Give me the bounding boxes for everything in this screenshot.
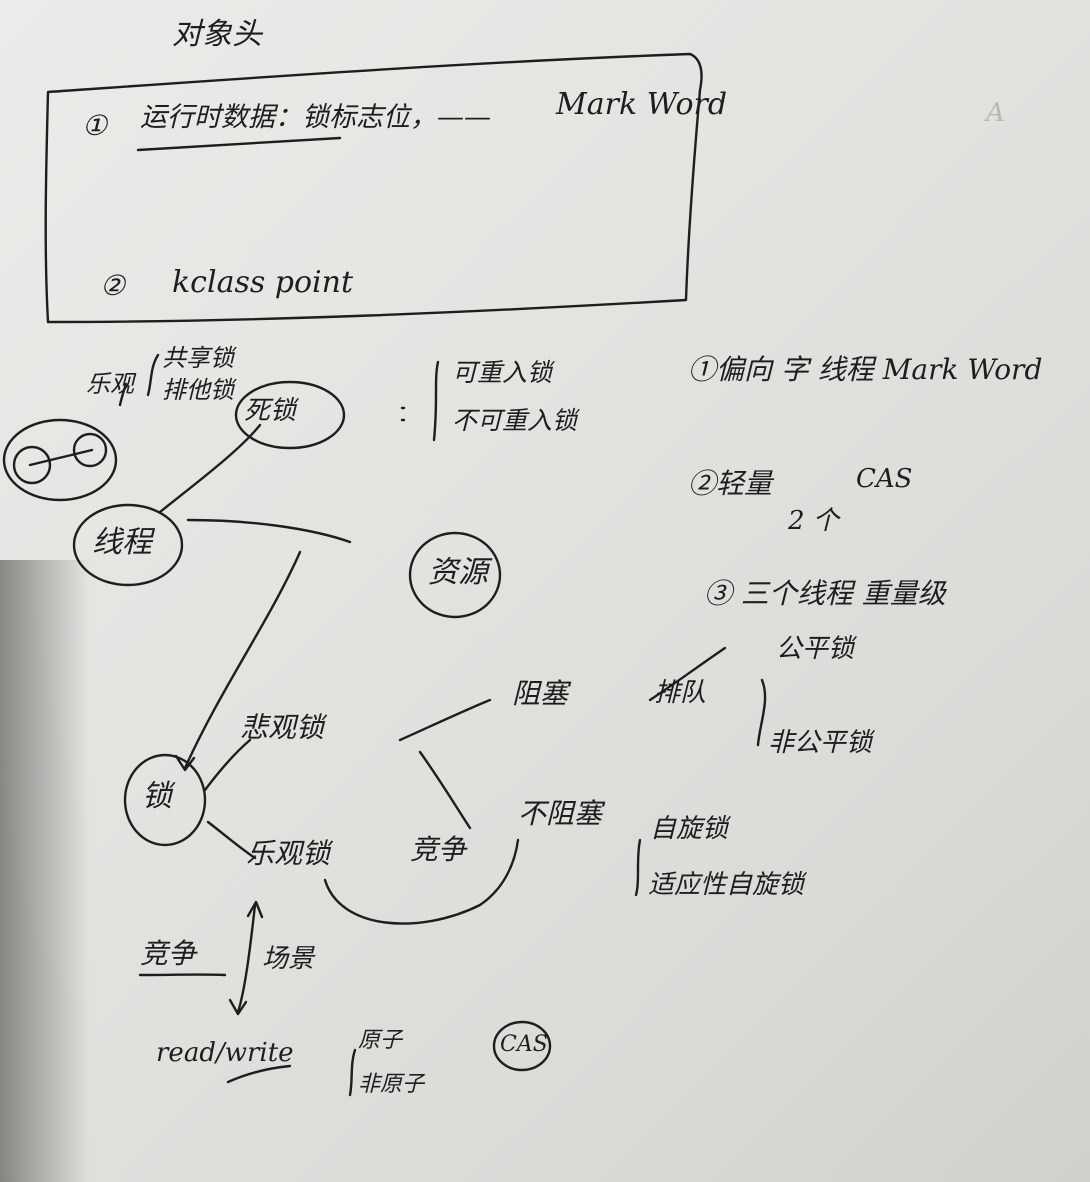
- label-queue: 排队: [654, 678, 707, 708]
- label-blocking: 阻塞: [512, 677, 569, 710]
- label-compete-bottom: 竞争: [140, 937, 197, 970]
- right-item2-lightweight: ②轻量: [688, 467, 773, 500]
- label-reentrant-lock: 可重入锁: [452, 358, 553, 387]
- line-lock-pessimistic: [203, 738, 252, 792]
- arrowhead-down: [228, 998, 248, 1016]
- circle-lock: [123, 753, 207, 847]
- label-unfair-lock: 非公平锁: [768, 728, 873, 758]
- line-thread-pair: [28, 448, 94, 467]
- label-spin-lock: 自旋锁: [650, 814, 729, 844]
- curve-optimistic-nonblocking: [323, 838, 520, 925]
- label-nonblocking: 不阻塞: [518, 797, 603, 830]
- label-resource: 资源: [428, 555, 488, 590]
- item2-kclass-point: kclass point: [172, 265, 354, 300]
- arrowhead-up: [246, 900, 264, 919]
- right-item1-biased: ①偏向 字 线程 Mark Word: [688, 353, 1043, 386]
- label-non-reentrant-lock: 不可重入锁: [452, 406, 578, 435]
- label-cas-circle: CAS: [500, 1032, 548, 1057]
- bracket-fair-unfair: [756, 678, 767, 747]
- label-read-write: read/write: [156, 1038, 294, 1068]
- bracket-shared-exclusive: [146, 353, 160, 397]
- arrowhead-lock: [174, 754, 196, 772]
- label-optimistic-lock: 乐观锁: [246, 837, 331, 870]
- line-queue: [648, 646, 727, 702]
- bracket-spin: [634, 838, 642, 897]
- right-item3-heavyweight: ③ 三个线程 重量级: [704, 577, 946, 610]
- circle-deadlock: [234, 380, 346, 450]
- underline-read-write: [226, 1064, 292, 1084]
- label-deadlock: 死锁: [244, 396, 297, 426]
- circle-thread-left: [12, 445, 52, 485]
- label-optimistic-small: 乐观: [86, 370, 134, 398]
- item1-number: ①: [82, 109, 108, 142]
- line-lock-optimistic: [206, 820, 257, 860]
- circle-thread-right: [72, 432, 108, 468]
- item1-mark-word: Mark Word: [556, 87, 728, 122]
- item2-number: ②: [100, 269, 126, 302]
- label-thread: 线程: [92, 525, 152, 560]
- item1-runtime-data: 运行时数据：锁标志位，——: [140, 102, 491, 133]
- label-compete: 竞争: [410, 833, 467, 866]
- arrow-to-thread: [118, 382, 128, 407]
- object-header-box: [44, 52, 703, 324]
- shadow-left: [0, 560, 90, 1182]
- double-arrow-scene: [236, 903, 257, 1014]
- label-non-atomic: 非原子: [358, 1072, 425, 1097]
- bracket-atomic: [348, 1048, 357, 1097]
- circle-thread-pair-outer: [2, 418, 118, 502]
- label-adaptive-spin-lock: 适应性自旋锁: [648, 870, 805, 900]
- label-shared-lock: 共享锁: [162, 344, 234, 372]
- circle-cas: [492, 1020, 552, 1072]
- label-pessimistic-lock: 悲观锁: [240, 711, 325, 744]
- label-atomic: 原子: [358, 1028, 403, 1053]
- faint-letter: A: [986, 98, 1005, 128]
- line-compete: [418, 750, 472, 830]
- line-thread-resource: [186, 518, 352, 544]
- arrow-to-lock: [183, 550, 302, 770]
- label-fair-lock: 公平锁: [776, 634, 855, 664]
- right-count: 2 个: [788, 506, 839, 536]
- label-exclusive-lock: 排他锁: [162, 376, 234, 404]
- circle-resource: [408, 531, 502, 619]
- label-lock: 锁: [142, 779, 172, 814]
- label-scene: 场景: [262, 944, 315, 974]
- object-header-title: 对象头: [172, 17, 262, 52]
- line-thread-deadlock: [158, 423, 262, 514]
- line-pessimistic-blocking: [398, 698, 492, 742]
- bracket-reentrant: [432, 360, 440, 442]
- right-cas: CAS: [856, 464, 913, 494]
- circle-thread: [72, 503, 184, 587]
- underline-runtime-data: [136, 136, 342, 152]
